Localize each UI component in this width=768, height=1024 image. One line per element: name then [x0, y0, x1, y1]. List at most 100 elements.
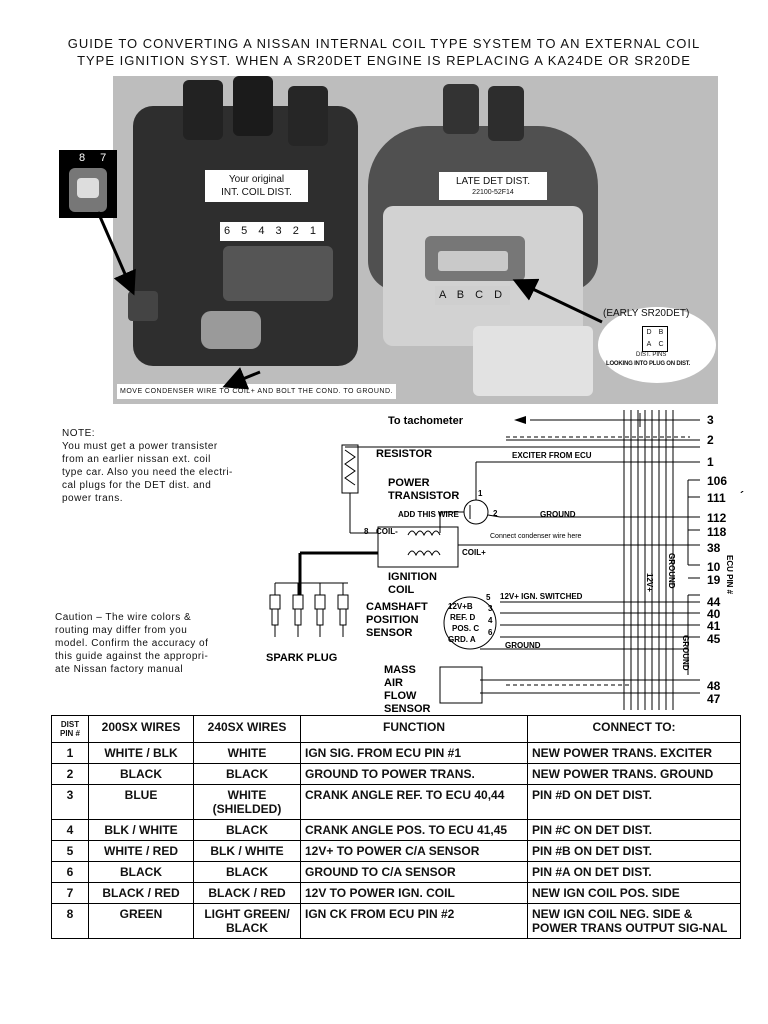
ecu-pin-2: 2: [707, 433, 714, 447]
maf-label-1: MASS: [384, 664, 416, 676]
ecu-pin-heading: ECU PIN #: [725, 555, 734, 595]
note-line: power trans.: [62, 493, 124, 504]
caution-line: ate Nissan factory manual: [55, 664, 184, 675]
ecu-pin-44: 44: [707, 595, 721, 609]
maf-label-2: AIR: [384, 677, 403, 689]
cell-connect: NEW IGN COIL POS. SIDE: [527, 882, 741, 904]
coil-plus-label: COIL+: [462, 548, 486, 557]
cell-connect: PIN #D ON DET DIST.: [527, 784, 741, 820]
table-row: 1 WHITE / BLK WHITE IGN SIG. FROM ECU PI…: [51, 742, 741, 764]
ecu-pin-19: 19: [707, 573, 721, 587]
table-row: 7 BLACK / RED BLACK / RED 12V TO POWER I…: [51, 882, 741, 904]
maf-label-4: SENSOR: [384, 703, 431, 715]
ecu-pin-45: 45: [707, 632, 721, 646]
condenser-note: MOVE CONDENSER WIRE TO COIL+ AND BOLT TH…: [117, 384, 396, 399]
inset-pins: 8 7: [79, 152, 113, 164]
col-200sx: 200SX WIRES: [88, 715, 194, 743]
table-row: 8 GREEN LIGHT GREEN/ BLACK IGN CK FROM E…: [51, 903, 741, 939]
ecu-pin-106: 106: [707, 474, 727, 488]
caution-line: Caution – The wire colors &: [55, 612, 192, 623]
col-dist-pin: DIST PIN #: [51, 715, 89, 743]
wire-num-4: 4: [488, 616, 493, 625]
ground-label: GROUND: [540, 510, 576, 519]
cell-function: CRANK ANGLE REF. TO ECU 40,44: [300, 784, 528, 820]
wire-num-5: 5: [486, 593, 491, 602]
wiring-diagram: To tachometer RESISTOR POWER TRANSISTOR …: [266, 410, 744, 715]
inset-connector-photo: 8 7: [59, 150, 117, 218]
caution-line: routing may differ from you: [55, 625, 188, 636]
cell-function: GROUND TO C/A SENSOR: [300, 861, 528, 883]
sensor-pin-d: REF. D: [450, 613, 476, 622]
table-row: 5 WHITE / RED BLK / WHITE 12V+ TO POWER …: [51, 840, 741, 862]
condenser-arrow: [222, 367, 261, 390]
ground-vertical-1: GROUND: [667, 553, 676, 589]
cell-connect: PIN #B ON DET DIST.: [527, 840, 741, 862]
ecu-pin-118: 118: [707, 525, 727, 539]
cell-function: CRANK ANGLE POS. TO ECU 41,45: [300, 819, 528, 841]
pin-a: A: [646, 341, 652, 348]
title-line-1: GUIDE TO CONVERTING A NISSAN INTERNAL CO…: [67, 36, 701, 51]
ground-vertical-2: GROUND: [681, 635, 690, 671]
dist-pins-caption: DIST. PINS: [636, 352, 667, 358]
condenser-label: Connect condenser wire here: [490, 533, 582, 540]
cell-240sx: BLK / WHITE: [193, 840, 301, 862]
cell-pin: 1: [51, 742, 89, 764]
original-dist-label-line1: Your original: [228, 174, 285, 185]
title-line-2: TYPE IGNITION SYST. WHEN A SR20DET ENGIN…: [77, 53, 691, 68]
pin-b: B: [658, 329, 664, 336]
sensor-pin-c: POS. C: [452, 624, 479, 633]
early-pin-grid: D B A C: [642, 326, 668, 352]
table-row: 4 BLK / WHITE BLACK CRANK ANGLE POS. TO …: [51, 819, 741, 841]
resistor-label: RESISTOR: [376, 448, 432, 460]
sensor-ground-label: GROUND: [505, 641, 541, 650]
sensor-pin-a: GRD. A: [448, 635, 476, 644]
power-transistor-label-2: TRANSISTOR: [388, 490, 459, 502]
wire-num-2: 2: [493, 509, 498, 518]
caution-note: Caution – The wire colors & routing may …: [55, 611, 235, 676]
ecu-pin-38: 38: [707, 541, 721, 555]
maf-label-3: FLOW: [384, 690, 417, 702]
early-sr20det-pinout: [598, 307, 716, 383]
note-line: from an earlier nissan ext. coil: [62, 454, 211, 465]
cell-240sx: BLACK: [193, 861, 301, 883]
note-line: NOTE:: [62, 428, 96, 439]
12v-vertical: 12V+: [645, 573, 654, 592]
cam-sensor-label-2: POSITION: [366, 614, 419, 626]
late-det-pins: A B C D: [435, 286, 511, 305]
exciter-label: EXCITER FROM ECU: [512, 451, 592, 460]
cell-function: 12V TO POWER IGN. COIL: [300, 882, 528, 904]
photo-arrows: [96, 211, 603, 390]
cell-pin: 7: [51, 882, 89, 904]
original-dist-label-line2: INT. COIL DIST.: [221, 187, 292, 198]
note-line: type car. Also you need the electri-: [62, 467, 233, 478]
col-function: FUNCTION: [300, 715, 528, 743]
cell-pin: 6: [51, 861, 89, 883]
cell-connect: NEW IGN COIL NEG. SIDE & POWER TRANS OUT…: [527, 903, 741, 939]
cell-connect: NEW POWER TRANS. EXCITER: [527, 742, 741, 764]
cell-200sx: WHITE / RED: [88, 840, 194, 862]
ignition-coil-label-1: IGNITION: [388, 571, 437, 583]
note-line: cal plugs for the DET dist. and: [62, 480, 212, 491]
pin-table: DIST PIN # 200SX WIRES 240SX WIRES FUNCT…: [51, 715, 741, 939]
caution-line: model. Confirm the accuracy of: [55, 638, 209, 649]
cam-sensor-label-1: CAMSHAFT: [366, 601, 428, 613]
table-header-row: DIST PIN # 200SX WIRES 240SX WIRES FUNCT…: [51, 715, 741, 743]
table-row: 2 BLACK BLACK GROUND TO POWER TRANS. NEW…: [51, 763, 741, 785]
wire-num-8: 8: [364, 527, 369, 536]
cell-240sx: LIGHT GREEN/ BLACK: [193, 903, 301, 939]
cell-function: IGN SIG. FROM ECU PIN #1: [300, 742, 528, 764]
late-det-part-number: 22100-52F14: [472, 189, 514, 196]
det-plug-arrow: [512, 278, 603, 324]
cell-function: GROUND TO POWER TRANS.: [300, 763, 528, 785]
wire-num-1: 1: [478, 489, 483, 498]
ecu-pin-111: 111: [707, 491, 726, 505]
ecu-pin-10: 10: [707, 560, 721, 574]
sensor-pin-b: 12V+B: [448, 602, 473, 611]
tachometer-label: To tachometer: [388, 415, 464, 427]
cell-240sx: BLACK: [193, 763, 301, 785]
wire-num-3: 3: [488, 604, 493, 613]
cell-240sx: WHITE (SHIELDED): [193, 784, 301, 820]
ecu-pin-112: 112: [707, 511, 727, 525]
cell-connect: PIN #C ON DET DIST.: [527, 819, 741, 841]
cell-200sx: GREEN: [88, 903, 194, 939]
